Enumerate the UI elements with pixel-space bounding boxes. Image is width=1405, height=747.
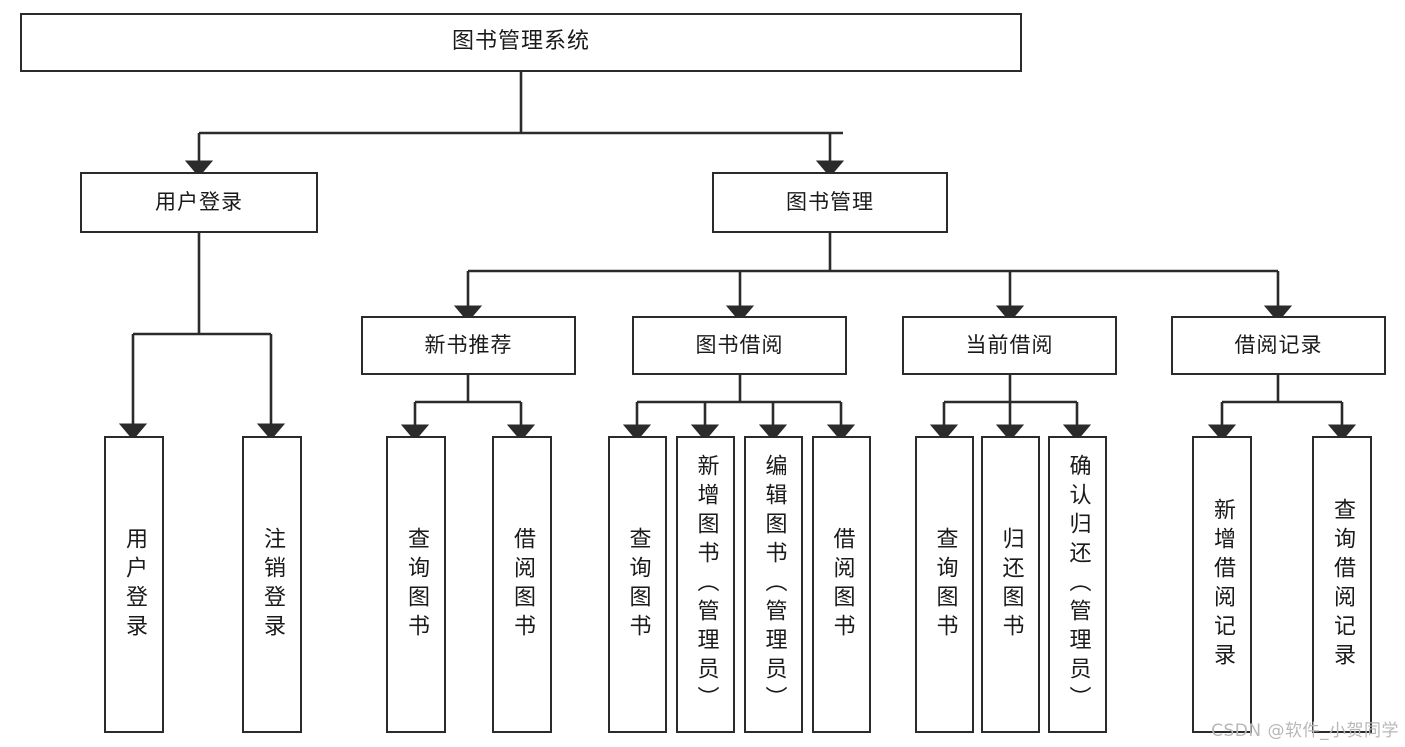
node-book-borrow[interactable]: 图书借阅 [632,316,847,375]
node-label: 图书管理 [786,189,874,214]
node-label: 图书管理系统 [451,29,590,55]
node-label: 当前借阅 [965,332,1054,357]
node-label: 确认归还（管理员） [1065,454,1091,715]
leaf-edit-book[interactable]: 编辑图书（管理员） [744,436,803,733]
leaf-query-book-3[interactable]: 查询图书 [915,436,974,733]
node-label: 归还图书 [998,526,1024,643]
node-label: 新增图书（管理员） [693,454,719,715]
leaf-add-record[interactable]: 新增借阅记录 [1192,436,1252,733]
node-label: 编辑图书（管理员） [761,454,787,715]
leaf-add-book[interactable]: 新增图书（管理员） [676,436,735,733]
node-label: 查询图书 [932,526,958,643]
node-label: 用户登录 [155,189,243,214]
node-current-borrow[interactable]: 当前借阅 [902,316,1117,375]
leaf-user-login[interactable]: 用户登录 [104,436,164,733]
node-new-book-rec[interactable]: 新书推荐 [361,316,576,375]
node-label: 图书借阅 [695,332,784,357]
node-label: 查询图书 [404,526,429,643]
node-root-system[interactable]: 图书管理系统 [20,13,1022,72]
node-label: 借阅记录 [1234,332,1323,357]
leaf-borrow-book-1[interactable]: 借阅图书 [492,436,552,733]
node-label: 查询图书 [625,526,651,643]
leaf-confirm-return[interactable]: 确认归还（管理员） [1048,436,1107,733]
node-borrow-record[interactable]: 借阅记录 [1171,316,1386,375]
node-label: 用户登录 [122,526,147,643]
leaf-return-book[interactable]: 归还图书 [981,436,1040,733]
node-label: 新增借阅记录 [1210,497,1235,672]
node-label: 借阅图书 [829,526,855,643]
leaf-query-book-1[interactable]: 查询图书 [386,436,446,733]
node-label: 新书推荐 [424,332,513,357]
leaf-borrow-book-2[interactable]: 借阅图书 [812,436,871,733]
leaf-user-logout[interactable]: 注销登录 [242,436,302,733]
leaf-query-book-2[interactable]: 查询图书 [608,436,667,733]
node-label: 借阅图书 [510,526,535,643]
watermark-text: CSDN @软件_小贺同学 [1211,721,1399,741]
node-label: 注销登录 [260,526,285,643]
node-label: 查询借阅记录 [1330,497,1355,672]
node-user-login[interactable]: 用户登录 [80,172,318,233]
node-book-manage[interactable]: 图书管理 [712,172,948,233]
leaf-query-record[interactable]: 查询借阅记录 [1312,436,1372,733]
